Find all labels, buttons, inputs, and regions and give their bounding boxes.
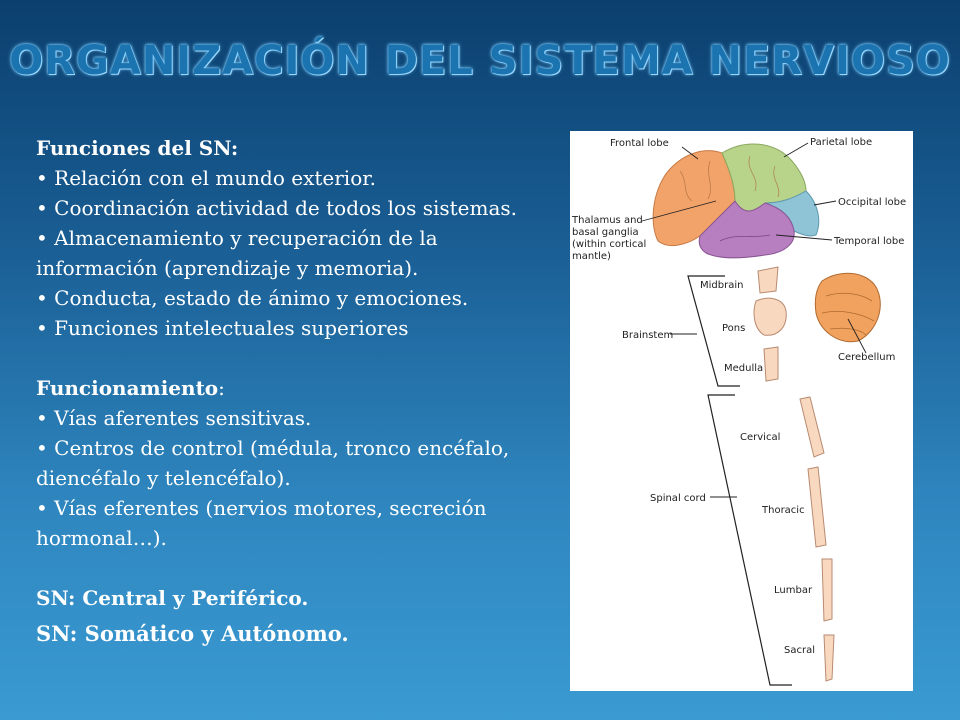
midbrain-shape	[757, 266, 779, 294]
leader-temporal	[775, 234, 833, 241]
funciones-heading: Funciones del SN:	[36, 136, 239, 160]
funciones-item: • Coordinación actividad de todos los si…	[36, 196, 518, 220]
label-cervical: Cervical	[740, 432, 780, 443]
label-brainstem: Brainstem	[622, 330, 673, 341]
cerebellum-shape	[814, 272, 881, 343]
cervical-segment	[799, 396, 825, 458]
label-frontal: Frontal lobe	[610, 138, 669, 149]
label-cerebellum: Cerebellum	[838, 352, 895, 363]
spacer	[36, 553, 556, 583]
leader-parietal	[783, 142, 809, 158]
label-thalamus-3: (within cortical	[572, 239, 646, 250]
spinal-segments	[799, 396, 835, 682]
funcionamiento-colon: :	[218, 376, 225, 400]
leader-frontal	[681, 146, 699, 160]
summary-central-periferico: SN: Central y Periférico.	[36, 586, 309, 610]
label-thalamus-2: basal ganglia	[572, 227, 639, 238]
label-occipital: Occipital lobe	[838, 197, 906, 208]
funciones-item: • Conducta, estado de ánimo y emociones.	[36, 286, 469, 310]
label-parietal: Parietal lobe	[810, 137, 872, 148]
lumbar-segment	[821, 558, 833, 622]
leader-occipital	[813, 200, 837, 206]
medulla-shape	[763, 346, 779, 382]
label-pons: Pons	[722, 323, 745, 334]
label-thalamus-1: Thalamus and	[571, 215, 643, 226]
funcionamiento-heading-line: Funcionamiento:	[36, 373, 556, 403]
funciones-item: • Relación con el mundo exterior.	[36, 166, 376, 190]
sacral-segment	[823, 634, 835, 682]
leader-thalamus	[641, 200, 717, 222]
label-thalamus-4: mantle)	[572, 251, 611, 262]
label-lumbar: Lumbar	[774, 585, 813, 596]
brainstem-parts	[753, 266, 787, 382]
funcionamiento-item: • Vías aferentes sensitivas.	[36, 406, 312, 430]
spacer	[36, 343, 556, 373]
funciones-item: • Funciones intelectuales superiores	[36, 316, 409, 340]
diagram-svg: Frontal lobe Parietal lobe Occipital lob…	[571, 137, 906, 686]
funciones-item: • Almacenamiento y recuperación de la in…	[36, 226, 438, 280]
label-spinal-cord: Spinal cord	[650, 493, 706, 504]
spinal-cord-bracket	[707, 394, 792, 686]
label-temporal: Temporal lobe	[833, 236, 904, 247]
slide-title: ORGANIZACIÓN DEL SISTEMA NERVIOSO	[9, 38, 951, 84]
leader-lines	[641, 142, 837, 241]
funcionamiento-heading: Funcionamiento	[36, 376, 219, 400]
funcionamiento-item: • Vías eferentes (nervios motores, secre…	[36, 496, 487, 550]
pons-shape	[753, 297, 787, 336]
body-text: Funciones del SN: • Relación con el mund…	[36, 133, 556, 649]
leader-cerebellum	[847, 318, 867, 354]
brainstem-bracket	[687, 275, 740, 387]
label-sacral: Sacral	[784, 645, 815, 656]
nervous-system-diagram: Frontal lobe Parietal lobe Occipital lob…	[570, 131, 913, 691]
summary-somatico-autonomo: SN: Somático y Autónomo.	[36, 621, 349, 646]
temporal-lobe-region	[698, 200, 795, 259]
cerebellum-folia	[821, 292, 875, 336]
brain-gyri	[679, 155, 780, 202]
label-thoracic: Thoracic	[761, 505, 805, 516]
label-midbrain: Midbrain	[700, 280, 743, 291]
thoracic-segment	[807, 466, 827, 548]
label-medulla: Medulla	[724, 363, 763, 374]
brain-illustration	[652, 143, 820, 259]
funcionamiento-item: • Centros de control (médula, tronco enc…	[36, 436, 510, 490]
temporal-gyri	[719, 234, 771, 242]
